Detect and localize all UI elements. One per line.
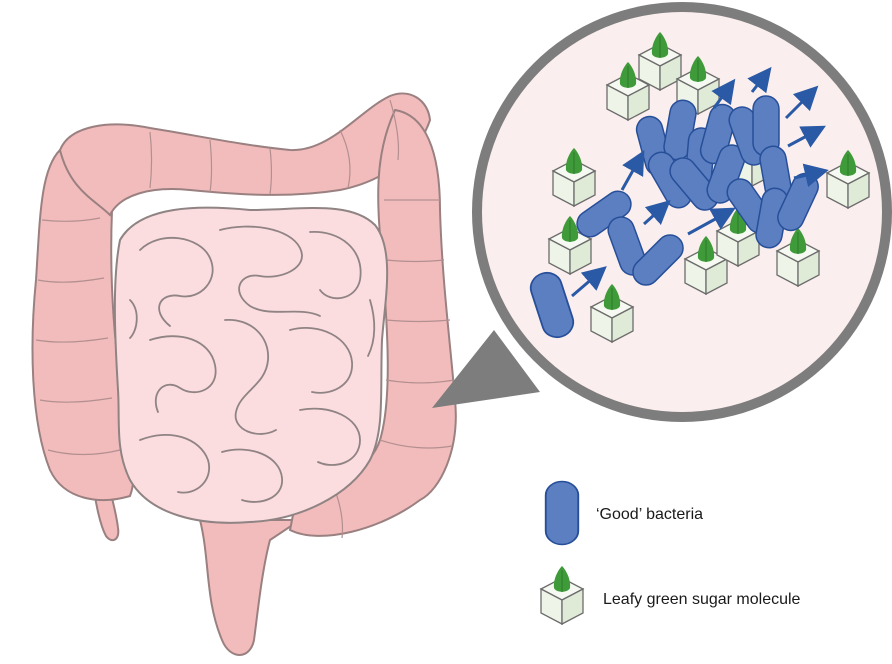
growth-arrows bbox=[571, 66, 829, 298]
small-intestine bbox=[113, 206, 389, 524]
transverse-colon bbox=[58, 92, 432, 217]
legend-item-bacteria: ‘Good’ bacteria bbox=[544, 480, 703, 546]
magnifier-lens bbox=[482, 12, 882, 412]
arrow-icon bbox=[787, 125, 826, 148]
rectum bbox=[198, 519, 304, 656]
magnifier-pointer bbox=[432, 330, 540, 408]
small-intestine-mass bbox=[113, 206, 389, 524]
legend-label-sugar: Leafy green sugar molecule bbox=[603, 591, 801, 608]
arrow-icon bbox=[687, 207, 736, 236]
arrow-icon bbox=[620, 150, 645, 191]
arrow-icon bbox=[642, 199, 671, 226]
arrow-icon bbox=[793, 163, 829, 188]
legend-label-bacteria: ‘Good’ bacteria bbox=[596, 506, 703, 523]
arrow-icon bbox=[711, 78, 736, 109]
legend-item-sugar: Leafy green sugar molecule bbox=[540, 565, 801, 625]
arrow-icon bbox=[784, 85, 819, 120]
legend: ‘Good’ bacteria Leafy green sugar molecu… bbox=[540, 480, 801, 625]
arrow-icon bbox=[571, 266, 607, 298]
bacterium-icon bbox=[544, 480, 580, 546]
leaf-cube-icon bbox=[540, 565, 584, 625]
arrow-icon bbox=[747, 66, 772, 94]
magnifier bbox=[432, 2, 892, 422]
